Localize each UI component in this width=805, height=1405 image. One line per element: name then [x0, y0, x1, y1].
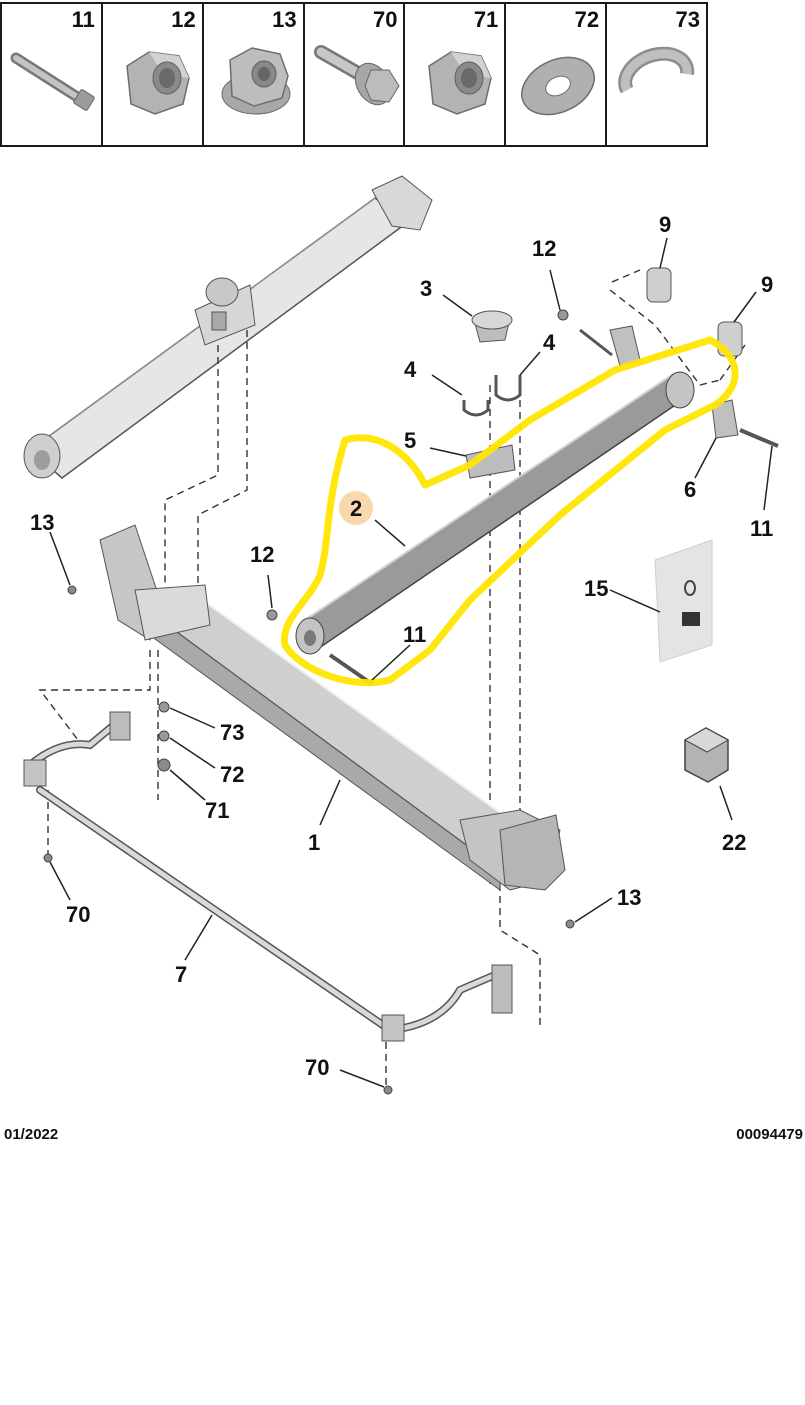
callout-12-top: 12	[532, 236, 556, 261]
callout-2: 2	[350, 496, 362, 521]
legend-cell-11: 11	[0, 4, 101, 145]
callout-12-left: 12	[250, 542, 274, 567]
legend-number: 12	[171, 7, 196, 32]
legend-number: 11	[71, 7, 95, 32]
callout-15: 15	[584, 576, 608, 601]
u-bolts-and-bumpstop	[462, 310, 522, 479]
legend-number: 72	[574, 7, 600, 32]
anti-roll-bar	[23, 711, 513, 1042]
callout-9-top: 9	[659, 212, 671, 237]
callout-13-left: 13	[30, 510, 54, 535]
callout-3: 3	[420, 276, 432, 301]
callout-70-left: 70	[66, 902, 90, 927]
axle-beam	[99, 524, 566, 891]
legend-cell-73: 73	[605, 4, 709, 145]
nut-icon	[428, 51, 493, 115]
leaf-spring-assembly	[23, 175, 433, 479]
fastener-legend: 11 12 13	[0, 2, 709, 147]
legend-cell-71: 71	[403, 4, 504, 145]
leader-lines	[49, 237, 773, 1088]
guide-lines	[38, 269, 746, 1085]
diagram-date: 01/2022	[4, 1126, 59, 1143]
callout-7: 7	[175, 962, 187, 987]
bracket-part-15	[654, 539, 713, 663]
spring-washer-icon	[618, 46, 695, 94]
callout-73: 73	[220, 720, 244, 745]
diagram-reference: 00094479	[736, 1126, 803, 1143]
callout-4-right: 4	[543, 330, 556, 355]
legend-cell-13: 13	[201, 4, 303, 145]
legend-cell-70: 70	[302, 4, 404, 145]
callout-70-bottom: 70	[305, 1055, 329, 1080]
callout-13-right: 13	[617, 885, 641, 910]
legend-number: 73	[675, 7, 701, 32]
callout-9-right: 9	[761, 272, 773, 297]
flange-nut-icon	[221, 47, 291, 115]
callout-6: 6	[684, 477, 696, 502]
shackle-assembly	[579, 267, 779, 448]
legend-cell-72: 72	[504, 4, 605, 145]
callout-1: 1	[308, 830, 320, 855]
callout-numbers: 3 4 4 5 12 9 9 6 11 2 11 12 13 15 22 73 …	[30, 212, 773, 1080]
legend-number: 71	[473, 7, 499, 32]
legend-number: 13	[272, 7, 297, 32]
callout-11-right: 11	[750, 516, 773, 541]
callout-72: 72	[220, 762, 244, 787]
callout-4-left: 4	[404, 357, 417, 382]
marker-dot	[339, 491, 373, 525]
block-part-22	[683, 727, 730, 783]
callout-22: 22	[722, 830, 746, 855]
callout-11-left: 11	[403, 622, 426, 647]
flat-washer-icon	[521, 56, 596, 116]
leaf-spring-part-2	[295, 371, 695, 686]
long-bolt-icon	[10, 52, 95, 111]
legend-cell-12: 12	[100, 4, 202, 145]
nut-icon	[126, 51, 190, 115]
highlight-outline	[281, 336, 739, 687]
legend-number: 70	[372, 7, 398, 32]
fastener-stack	[43, 309, 575, 1095]
callout-5: 5	[404, 428, 416, 453]
callout-71: 71	[205, 798, 229, 823]
flange-bolt-icon	[313, 45, 400, 106]
